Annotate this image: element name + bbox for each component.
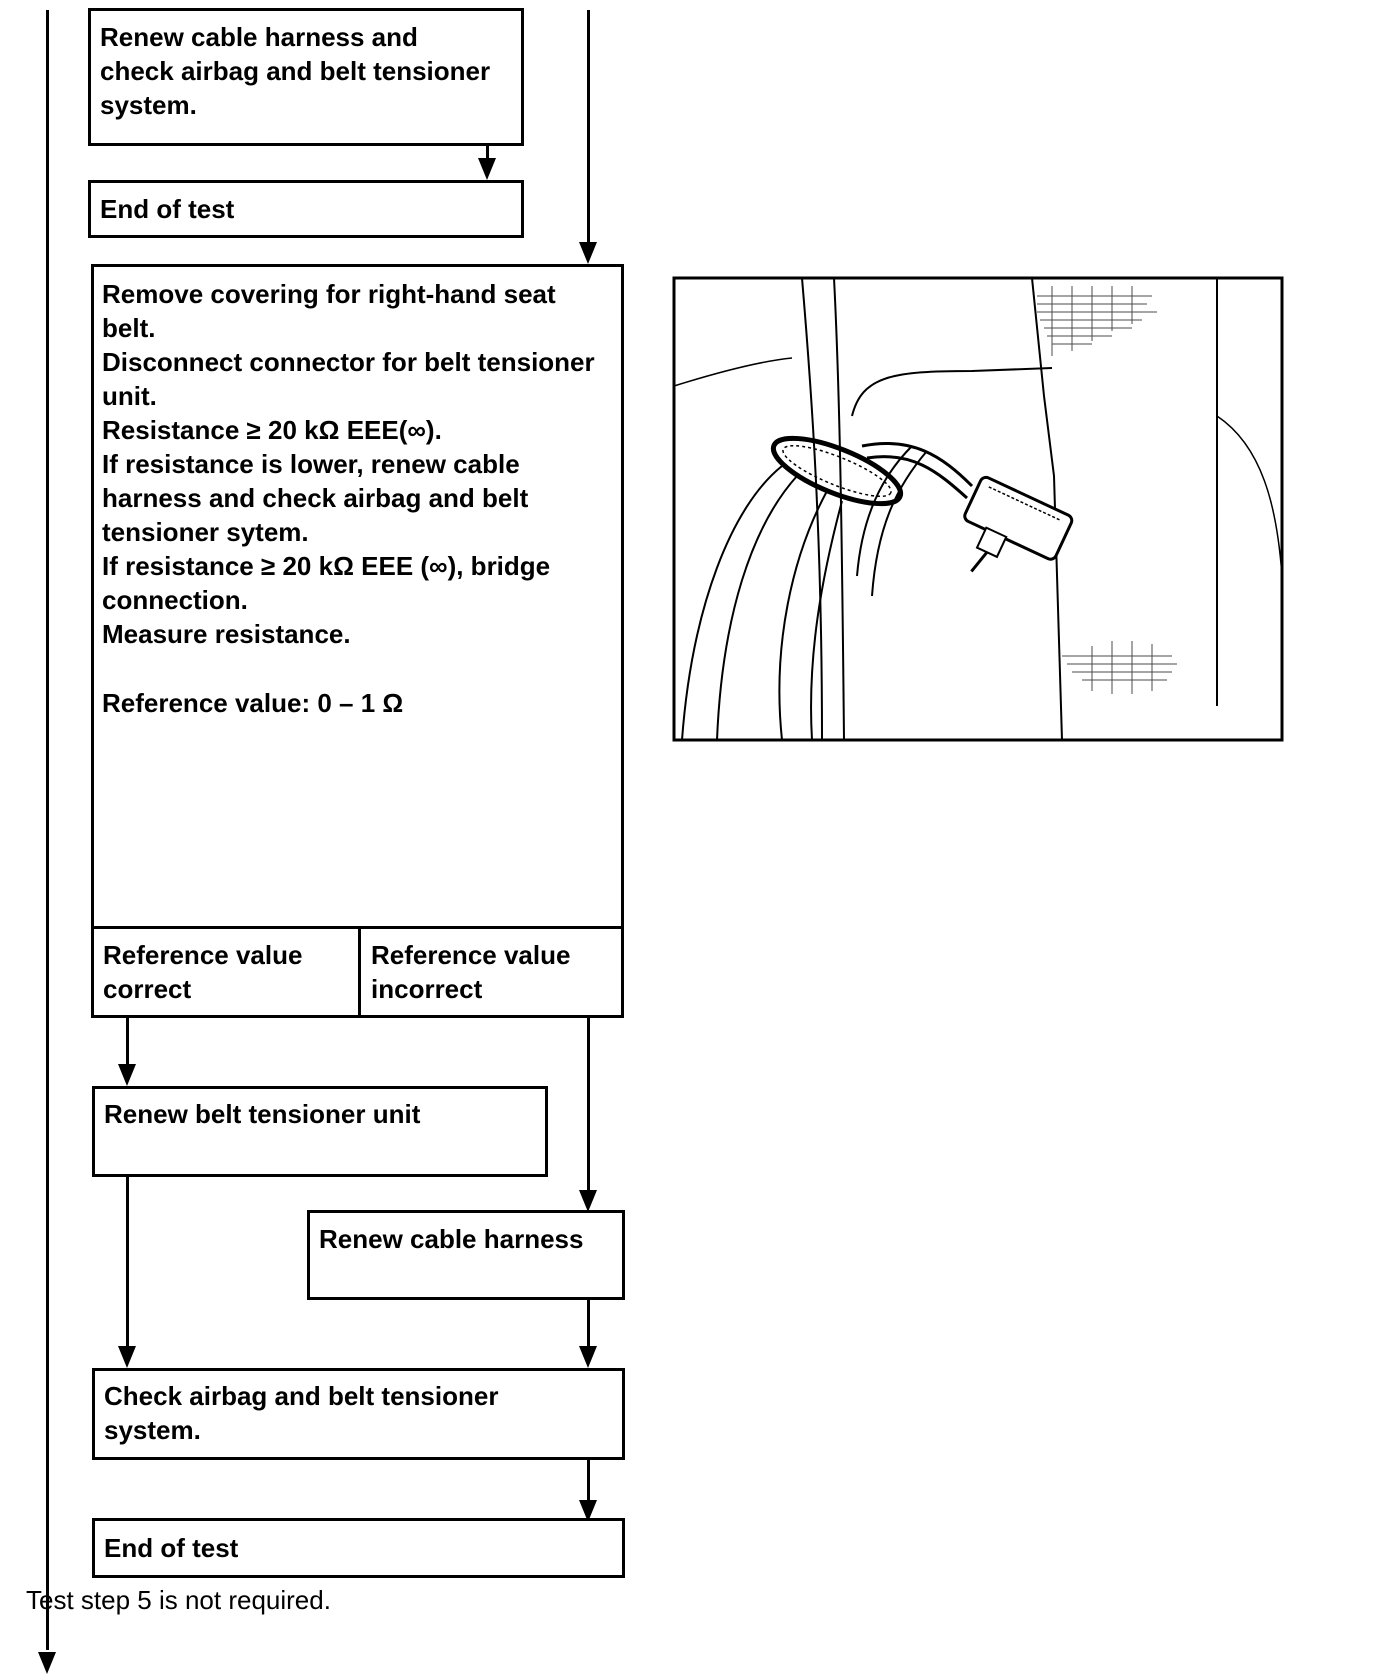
- renew-harness-check-text: Renew cable harness and check airbag and…: [100, 22, 491, 120]
- footer-note: Test step 5 is not required.: [26, 1585, 331, 1615]
- instruction-line-5: Resistance ≥ 20 kΩ EEE(∞).: [102, 415, 442, 445]
- line-from-renew-harness: [587, 1297, 590, 1346]
- reference-correct-box: [91, 926, 361, 1018]
- end-of-test-box-1: [88, 180, 524, 238]
- seat-belt-tensioner-illustration: [672, 276, 1284, 742]
- left-flow-arrow: [38, 1652, 56, 1674]
- main-instructions-box: [91, 264, 624, 929]
- line-correct-branch: [126, 1016, 129, 1064]
- instruction-line-1: Remove covering for right-hand seat: [102, 279, 556, 309]
- instruction-line-7: harness and check airbag and belt: [102, 483, 529, 513]
- instruction-line-2: belt.: [102, 313, 156, 343]
- instruction-line-11: Measure resistance.: [102, 619, 351, 649]
- instruction-line-6: If resistance is lower, renew cable: [102, 449, 520, 479]
- line-incorrect-branch: [587, 1016, 590, 1190]
- check-airbag-box: [92, 1368, 625, 1460]
- end-of-test-text-2: End of test: [104, 1533, 239, 1563]
- arrow-to-check-airbag-right: [579, 1346, 597, 1368]
- renew-cable-harness-text: Renew cable harness: [319, 1224, 584, 1254]
- instruction-line-9: If resistance ≥ 20 kΩ EEE (∞), bridge: [102, 551, 551, 581]
- arrow-into-main-box: [579, 242, 597, 264]
- instruction-line-3: Disconnect connector for belt tensioner: [102, 347, 595, 377]
- renew-belt-tensioner-box: [92, 1086, 548, 1177]
- end-of-test-box-2: [92, 1518, 625, 1578]
- line-from-renew-belt: [126, 1174, 129, 1346]
- arrow-to-check-airbag-left: [118, 1346, 136, 1368]
- line-to-end-test-1: [486, 146, 489, 160]
- instruction-line-8: tensioner sytem.: [102, 517, 309, 547]
- left-flow-line: [46, 10, 49, 1650]
- renew-belt-tensioner-text: Renew belt tensioner unit: [104, 1099, 421, 1129]
- renew-cable-harness-box: [307, 1210, 625, 1300]
- right-flow-line-top: [587, 10, 590, 242]
- reference-incorrect-text: Reference value incorrect: [371, 940, 571, 1004]
- instruction-line-10: connection.: [102, 585, 248, 615]
- arrow-to-renew-cable-harness: [579, 1190, 597, 1212]
- arrow-to-end-test-2: [579, 1500, 597, 1522]
- check-airbag-text: Check airbag and belt tensioner system.: [104, 1381, 499, 1445]
- end-of-test-text-1: End of test: [100, 194, 235, 224]
- reference-value-text: Reference value: 0 – 1 Ω: [102, 688, 404, 718]
- reference-correct-text: Reference value correct: [103, 940, 303, 1004]
- instruction-line-4: unit.: [102, 381, 157, 411]
- arrow-to-renew-belt-tensioner: [118, 1064, 136, 1086]
- renew-harness-check-box: [88, 8, 524, 146]
- reference-incorrect-box: [358, 926, 624, 1018]
- line-to-end-test-2: [587, 1456, 590, 1502]
- arrow-to-end-test-1: [478, 158, 496, 180]
